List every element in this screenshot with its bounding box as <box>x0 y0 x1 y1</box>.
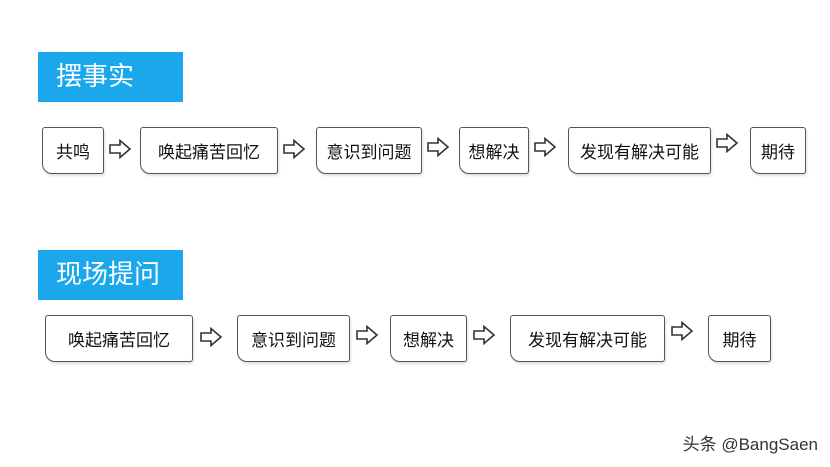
flow-step: 想解决 <box>459 127 529 174</box>
flow-step: 共鸣 <box>42 127 104 174</box>
flow-step: 想解决 <box>390 315 467 362</box>
hollow-right-arrow-icon <box>199 327 223 347</box>
flow-step: 唤起痛苦回忆 <box>45 315 193 362</box>
section-title-2: 现场提问 <box>38 250 183 300</box>
flow-step: 唤起痛苦回忆 <box>140 127 278 174</box>
flow-step: 发现有解决可能 <box>568 127 711 174</box>
flow-step: 期待 <box>750 127 806 174</box>
hollow-right-arrow-icon <box>670 321 694 341</box>
hollow-right-arrow-icon <box>282 139 306 159</box>
hollow-right-arrow-icon <box>426 137 450 157</box>
hollow-right-arrow-icon <box>355 325 379 345</box>
hollow-right-arrow-icon <box>108 139 132 159</box>
flow-step: 期待 <box>708 315 771 362</box>
section-title-1: 摆事实 <box>38 52 183 102</box>
hollow-right-arrow-icon <box>715 133 739 153</box>
hollow-right-arrow-icon <box>533 137 557 157</box>
flow-step: 意识到问题 <box>237 315 350 362</box>
hollow-right-arrow-icon <box>472 325 496 345</box>
flow-step: 发现有解决可能 <box>510 315 665 362</box>
flow-step: 意识到问题 <box>316 127 422 174</box>
watermark: 头条 @BangSaen <box>682 435 818 454</box>
